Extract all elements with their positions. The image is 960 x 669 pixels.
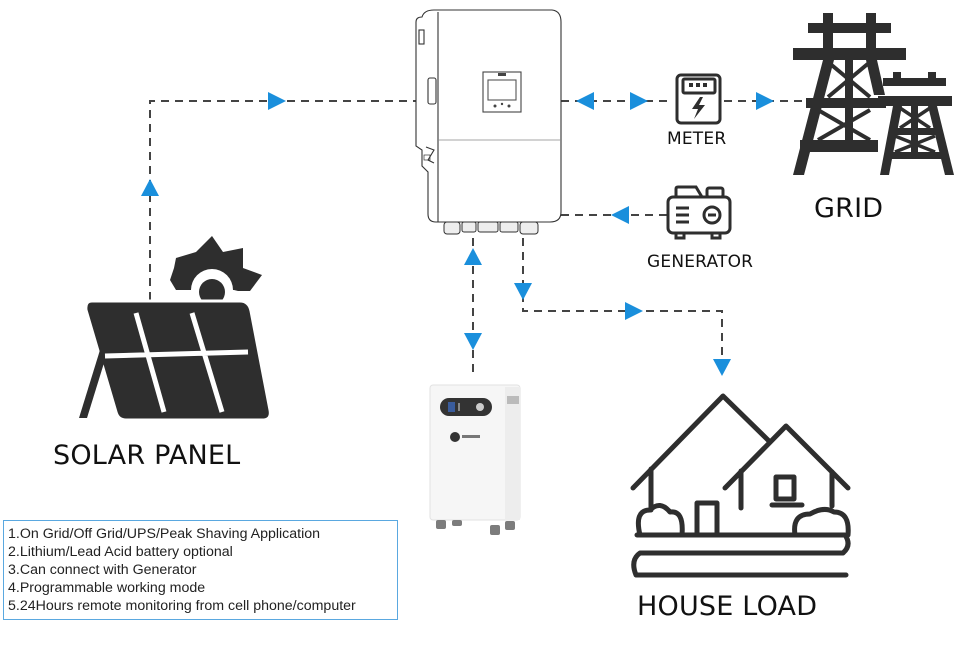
grid-label: GRID [814, 193, 884, 224]
generator-icon [666, 185, 732, 240]
feature-item: 3.Can connect with Generator [8, 562, 197, 578]
arrow-up-battery [464, 248, 482, 265]
house-load-label: HOUSE LOAD [637, 591, 818, 622]
feature-item: 2.Lithium/Lead Acid battery optional [8, 544, 233, 560]
meter-label: METER [667, 129, 727, 149]
battery-cabinet-image [429, 384, 521, 535]
arrow-right-meter-grid [756, 92, 774, 110]
power-tower-icon [793, 13, 954, 175]
feature-list-box: 1.On Grid/Off Grid/UPS/Peak Shaving Appl… [3, 520, 398, 620]
arrow-left-generator [611, 206, 629, 224]
solar-panel-label: SOLAR PANEL [53, 440, 241, 471]
arrow-left-inverter-meter [576, 92, 594, 110]
house-icon [630, 393, 851, 578]
feature-item: 1.On Grid/Off Grid/UPS/Peak Shaving Appl… [8, 526, 321, 542]
arrow-down-house-2 [713, 359, 731, 376]
arrow-down-house-1 [514, 283, 532, 300]
line-solar-inverter [149, 100, 420, 300]
generator-label: GENERATOR [647, 252, 754, 272]
feature-item: 4.Programmable working mode [8, 580, 206, 596]
arrow-right-solar [268, 92, 286, 110]
solar-panel-icon [79, 236, 272, 422]
hybrid-inverter-image [415, 9, 562, 235]
line-inverter-house [522, 238, 723, 370]
arrow-down-battery [464, 333, 482, 350]
arrow-right-house [625, 302, 643, 320]
electric-meter-icon [675, 73, 722, 125]
arrow-right-inverter-meter [630, 92, 648, 110]
flow-arrows [141, 92, 774, 376]
feature-item: 5.24Hours remote monitoring from cell ph… [8, 598, 356, 614]
arrow-up-solar [141, 179, 159, 196]
